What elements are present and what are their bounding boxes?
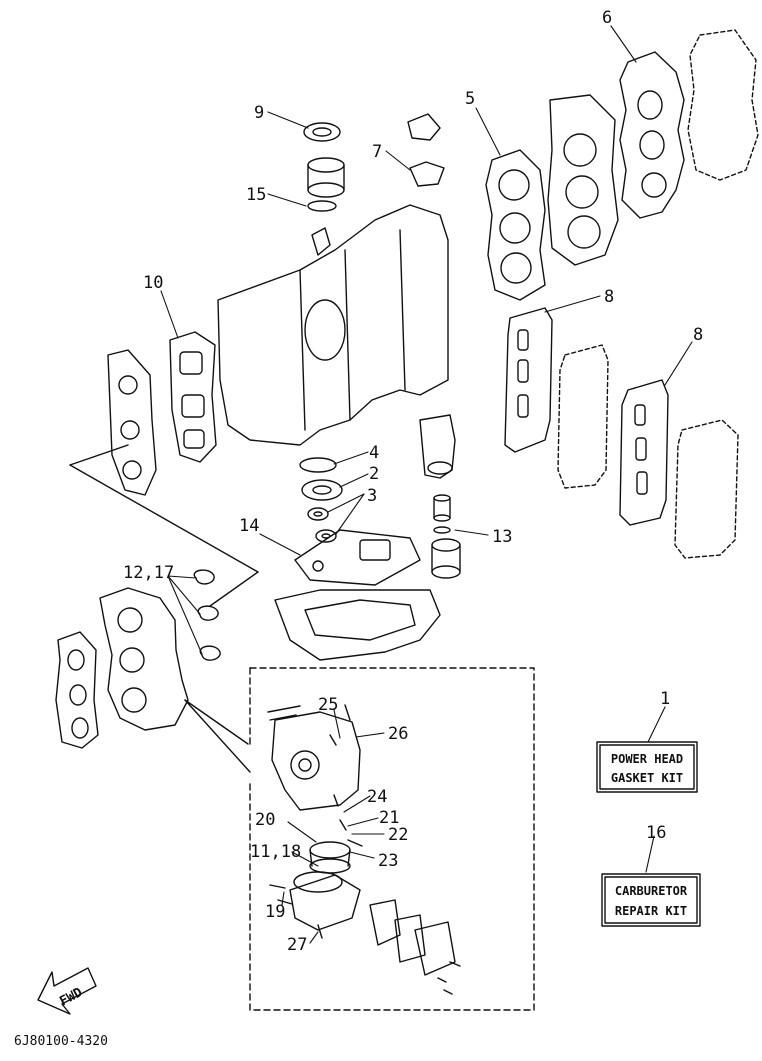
callout-20: 20: [255, 810, 275, 830]
diaphragm-stack: [369, 899, 456, 976]
o-ring-13: [433, 526, 451, 534]
callout-26: 26: [388, 724, 408, 744]
callout-19: 19: [265, 902, 285, 922]
upper-oil-seal: [303, 122, 341, 142]
anode-cover: [407, 113, 445, 187]
callout-1: 1: [660, 689, 670, 709]
leader-lines: [160, 25, 693, 944]
carburetor-kit-box: [601, 873, 701, 927]
callout-8-upper: 8: [604, 287, 614, 307]
callout-9: 9: [254, 103, 264, 123]
exhaust-guide: [274, 589, 441, 661]
fwd-arrow-icon: [37, 967, 97, 1015]
thermostat-cover: [431, 538, 461, 579]
callout-25: 25: [318, 695, 338, 715]
thermostat: [433, 494, 451, 522]
cylinder-head: [547, 94, 619, 266]
callout-5: 5: [465, 89, 475, 109]
carburetor-body: [267, 705, 361, 811]
callout-21: 21: [379, 808, 399, 828]
base-gasket: [294, 529, 421, 586]
exhaust-cover-gasket: [169, 331, 217, 463]
callout-11-18: 11,18: [250, 842, 301, 862]
thermostat-housing: [419, 414, 456, 479]
carburetor-cover: [289, 874, 361, 931]
callout-13: 13: [492, 527, 512, 547]
carburetor-kit-line1: CARBURETOR: [615, 884, 688, 898]
small-screws: [269, 704, 461, 995]
bypass-cover-lower: [674, 419, 739, 559]
assembly-lines: [69, 444, 259, 773]
drawing-code: 6J80100-4320: [14, 1034, 108, 1049]
bypass-gasket-lower: [619, 379, 669, 526]
callout-labels: 9 15 7 5 6 10 8 8 4 2 3 14 13 12,17 25 2…: [123, 8, 703, 955]
power-head-kit-line2: GASKET KIT: [611, 771, 683, 785]
callout-24: 24: [367, 787, 387, 807]
power-head-kit-box: [596, 741, 698, 793]
hose-clip-a: [193, 569, 215, 585]
crankcase-block: [217, 204, 449, 446]
oil-seal-3b: [315, 529, 337, 543]
hose-clip-c: [199, 645, 221, 661]
fwd-label: FWD: [57, 985, 85, 1009]
callout-7: 7: [372, 142, 382, 162]
callout-22: 22: [388, 825, 408, 845]
o-ring-15: [307, 200, 337, 212]
hose-clip-b: [197, 605, 219, 621]
callout-4: 4: [369, 443, 379, 463]
upper-bearing-sleeve: [307, 157, 345, 198]
callout-12-17: 12,17: [123, 563, 174, 583]
cylinder-head-gasket: [485, 149, 546, 301]
head-cover-gasket: [619, 51, 685, 219]
float-bowl: [309, 841, 351, 874]
carburetor-bank: [99, 587, 189, 731]
exhaust-cover: [107, 349, 157, 496]
callout-23: 23: [378, 851, 398, 871]
bypass-cover-upper: [557, 344, 609, 489]
callout-8-lower: 8: [693, 325, 703, 345]
carburetor-detail-frame: [249, 667, 535, 1011]
callout-15: 15: [246, 185, 266, 205]
intake-manifold-gasket: [55, 631, 99, 749]
lower-oil-seal-housing: [301, 479, 343, 501]
callout-3: 3: [367, 486, 377, 506]
carburetor-kit-line2: REPAIR KIT: [615, 904, 687, 918]
callout-14: 14: [239, 516, 259, 536]
callout-6: 6: [602, 8, 612, 28]
head-cover: [687, 29, 759, 181]
callout-2: 2: [369, 464, 379, 484]
bypass-gasket-upper: [504, 307, 553, 453]
oil-seal-3a: [307, 507, 329, 521]
power-head-kit-line1: POWER HEAD: [611, 752, 683, 766]
o-ring-4: [299, 457, 337, 473]
callout-27: 27: [287, 935, 307, 955]
callout-16: 16: [646, 823, 666, 843]
float-gasket: [293, 871, 343, 893]
callout-10: 10: [143, 273, 163, 293]
